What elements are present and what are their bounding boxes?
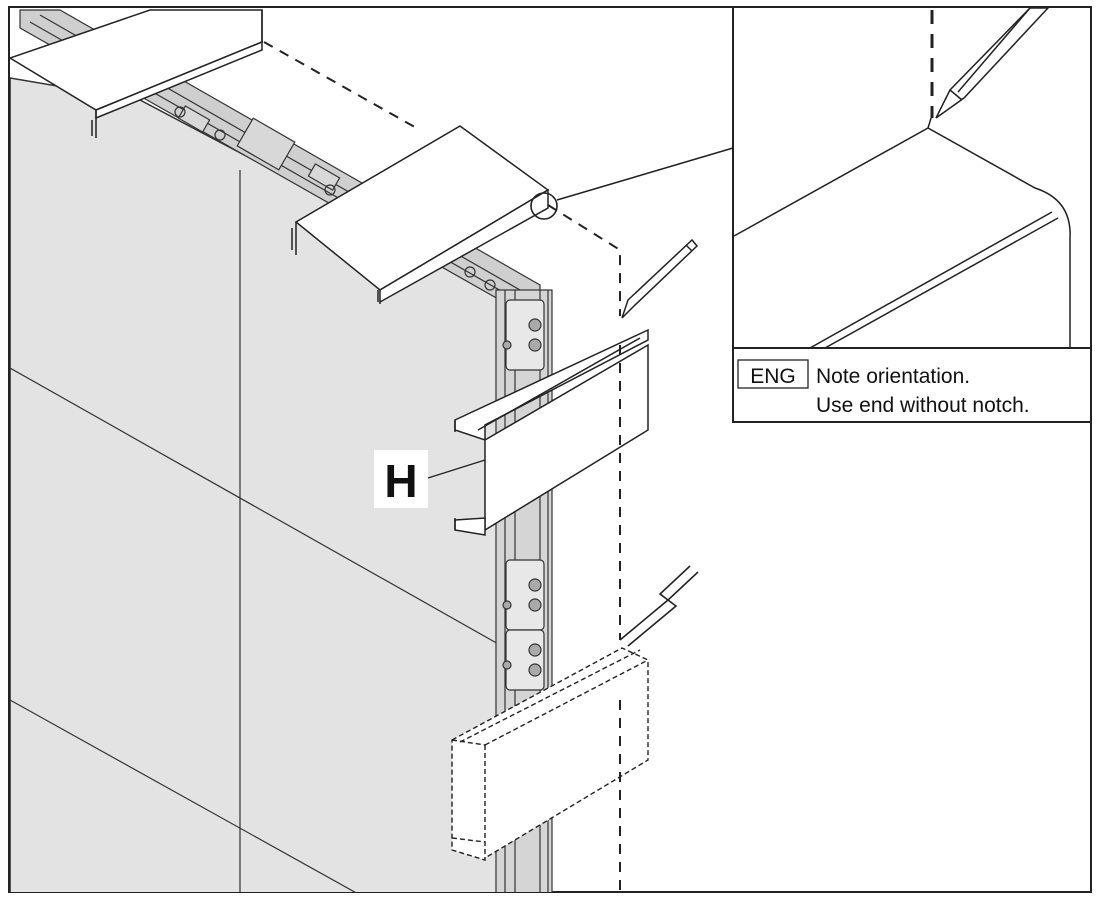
pencil-marker-icon (621, 238, 699, 319)
detail-circle (530, 192, 558, 220)
language-tag: ENG (750, 365, 796, 388)
top-cover-piece-right (291, 125, 550, 304)
note-line-2: Use end without notch. (816, 394, 1030, 417)
part-label-h: H (374, 450, 486, 508)
part-ghost-cover-channel (451, 647, 649, 861)
alignment-lines (263, 41, 621, 890)
top-cover-piece-left (10, 9, 263, 138)
detail-leader-line (556, 147, 734, 201)
detail-inset-view (733, 8, 1071, 348)
note-line-1: Note orientation. (816, 365, 970, 388)
break-mark-icon (619, 565, 699, 647)
inset-pencil-icon (935, 8, 1050, 119)
detail-inset-frame (732, 6, 1092, 423)
part-h-cover-channel (454, 328, 649, 536)
svg-text:H: H (384, 455, 417, 507)
note-box: ENG Note orientation. Use end without no… (737, 359, 1030, 417)
language-tag-box (737, 359, 809, 389)
